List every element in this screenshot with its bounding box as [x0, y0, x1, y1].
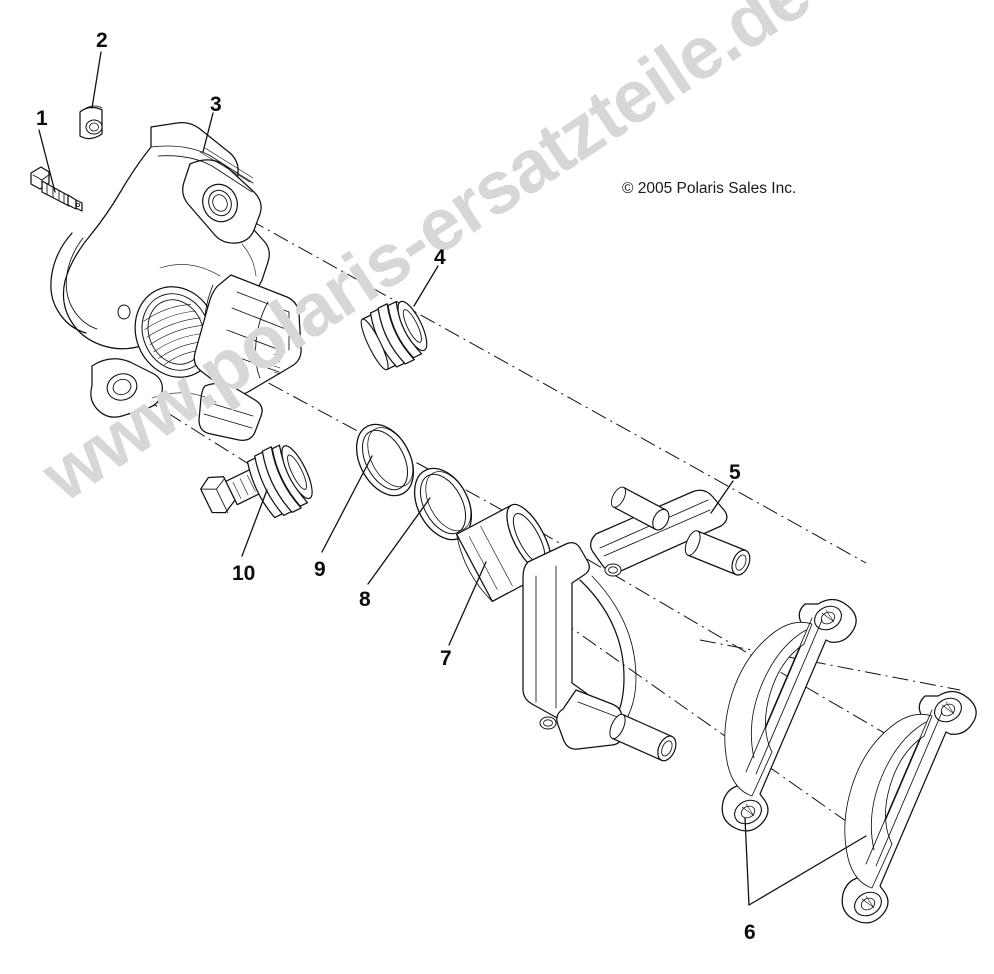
- brake-pad-left: [721, 598, 857, 832]
- callout-7: 7: [440, 647, 452, 670]
- callout-5: 5: [729, 461, 741, 484]
- callout-4: 4: [434, 246, 446, 269]
- part-caliper-body: [50, 122, 302, 441]
- callout-1: 1: [36, 107, 48, 130]
- part-guide-pin-boot: [360, 300, 428, 371]
- callout-2: 2: [96, 29, 108, 52]
- part-dust-seal: [355, 423, 415, 497]
- callout-10: 10: [232, 562, 256, 585]
- part-caliper-mount-bracket: [522, 486, 751, 762]
- part-bleeder-cap: [79, 105, 103, 140]
- brake-pad-right: [841, 690, 977, 924]
- part-guide-pin-bolt: [200, 444, 313, 519]
- part-piston-seal: [413, 467, 473, 541]
- callout-9: 9: [314, 558, 326, 581]
- part-brake-pad-set: [721, 598, 977, 924]
- copyright-notice: © 2005 Polaris Sales Inc.: [622, 180, 797, 197]
- callout-8: 8: [359, 588, 371, 611]
- leader-lines: [38, 51, 867, 906]
- part-bleeder-screw: [30, 166, 83, 212]
- callout-3: 3: [210, 93, 222, 116]
- callout-6: 6: [744, 921, 756, 944]
